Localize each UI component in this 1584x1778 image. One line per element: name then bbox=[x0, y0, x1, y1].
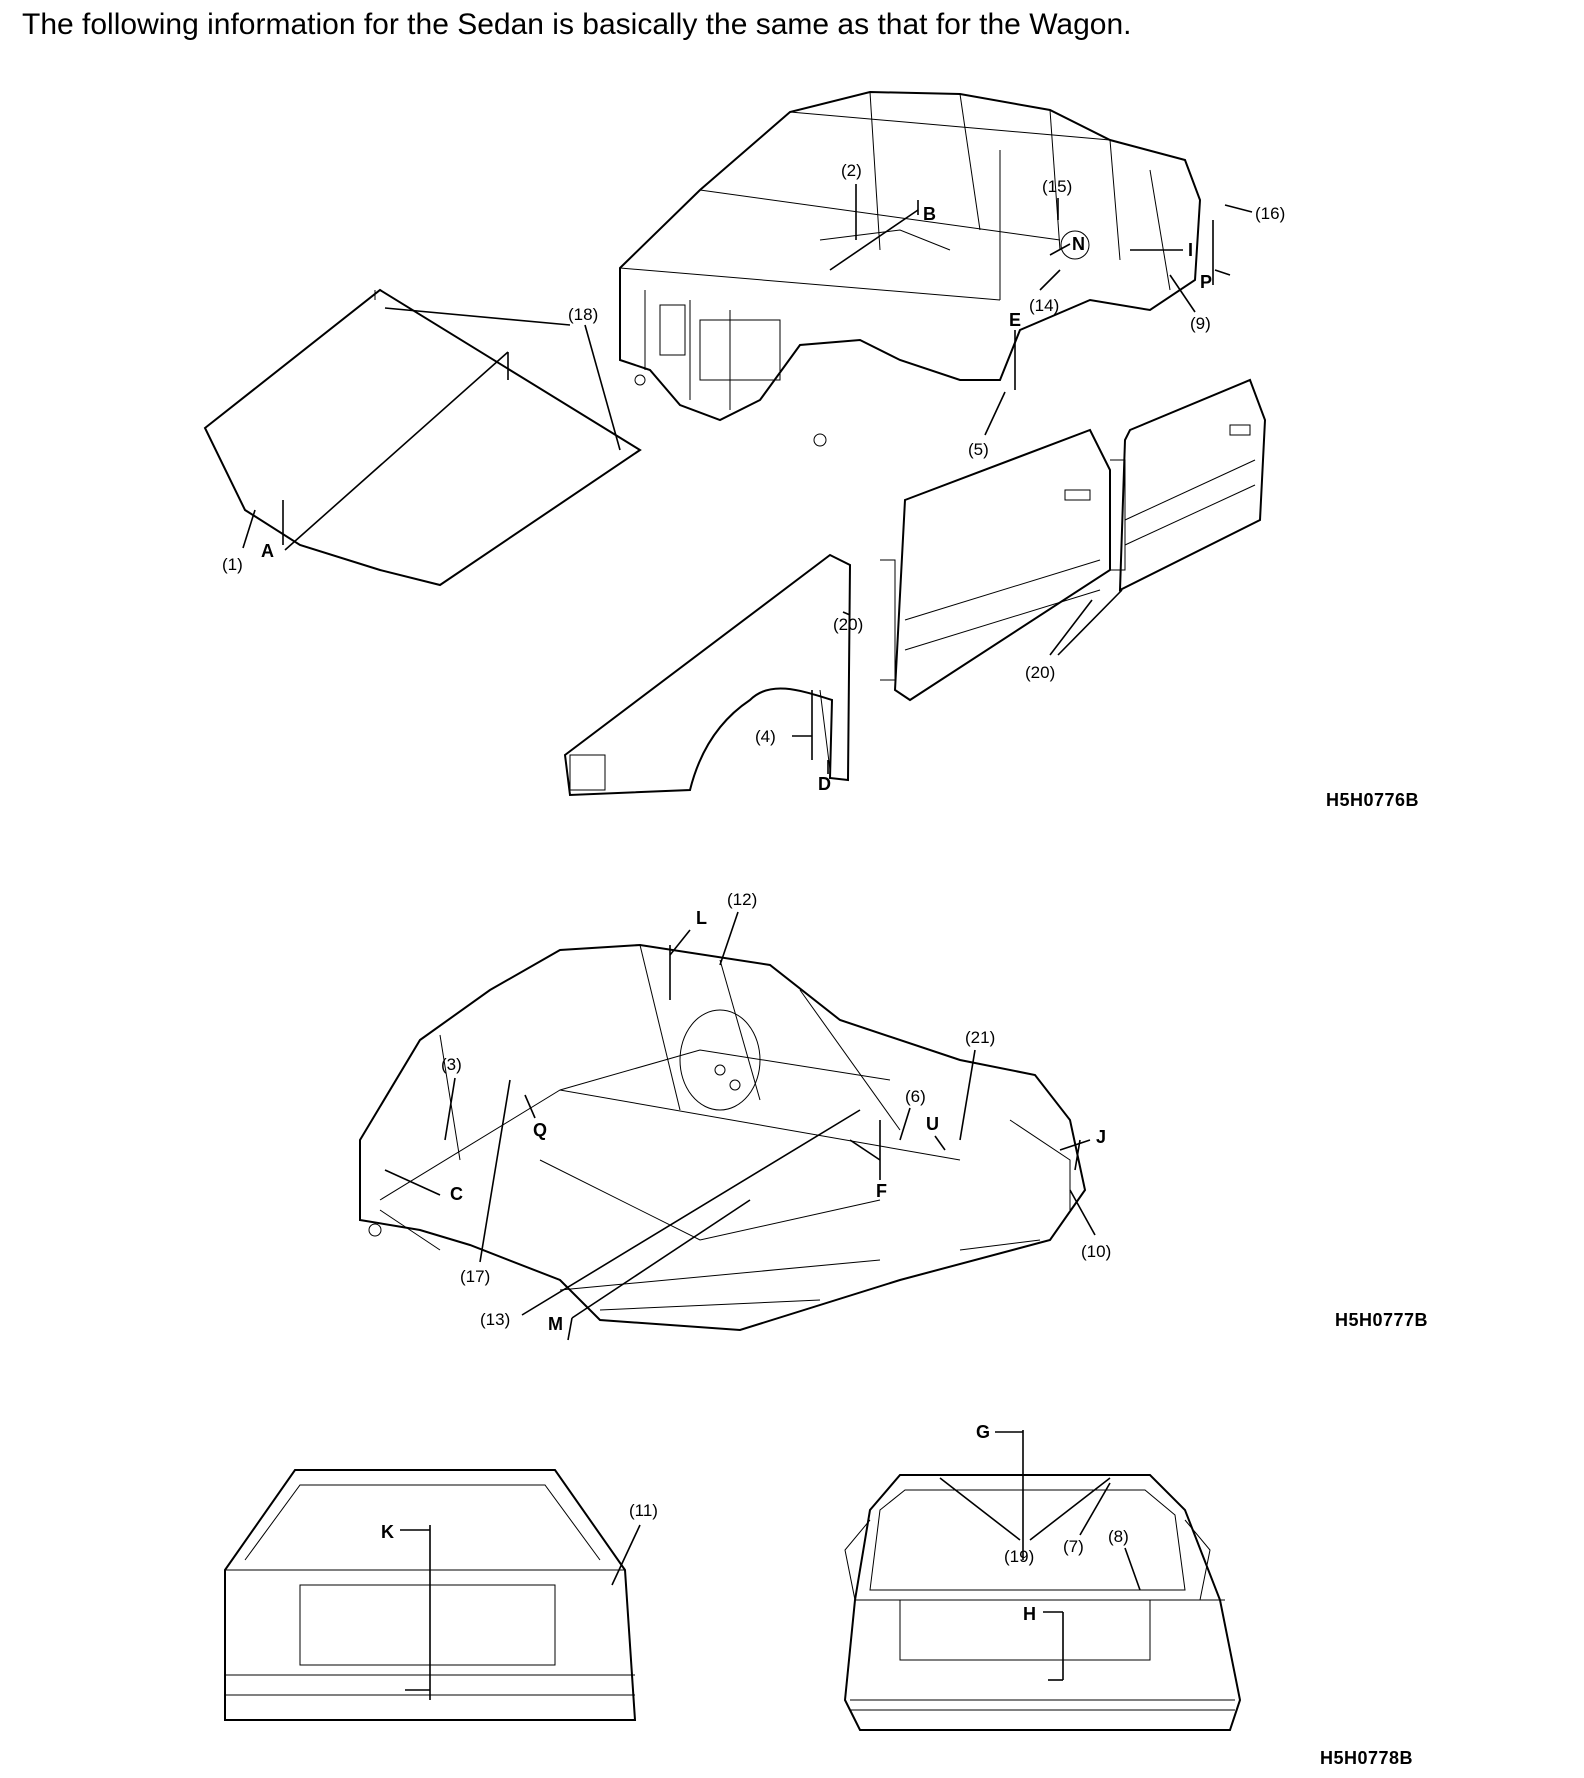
section-letter-F: F bbox=[876, 1181, 887, 1201]
figure-code-middle: H5H0777B bbox=[1335, 1310, 1429, 1330]
callout-11: (11) bbox=[629, 1501, 658, 1520]
section-letter-P: P bbox=[1200, 272, 1212, 292]
callout-3: (3) bbox=[441, 1055, 462, 1074]
section-letter-Q: Q bbox=[533, 1120, 547, 1140]
callout-12: (12) bbox=[727, 890, 757, 909]
section-letter-C: C bbox=[450, 1184, 463, 1204]
callout-21: (21) bbox=[965, 1028, 995, 1047]
section-letter-B: B bbox=[923, 204, 936, 224]
section-letter-K: K bbox=[381, 1522, 394, 1542]
callout-8: (8) bbox=[1108, 1527, 1129, 1546]
section-letter-I: I bbox=[1188, 240, 1193, 260]
callout-10: (10) bbox=[1081, 1242, 1111, 1261]
front-door-panel bbox=[880, 428, 1111, 702]
section-letter-G: G bbox=[976, 1422, 990, 1442]
top-figure-annotations: (2) B (15) N (14) E (5) (16) I P (9) (18… bbox=[222, 161, 1285, 794]
section-letter-L: L bbox=[696, 908, 707, 928]
callout-20-fender: (20) bbox=[833, 615, 863, 634]
callout-5: (5) bbox=[968, 440, 989, 459]
callout-16: (16) bbox=[1255, 204, 1285, 223]
callout-7: (7) bbox=[1063, 1537, 1084, 1556]
section-letter-J: J bbox=[1096, 1127, 1106, 1147]
figure-code-bottom: H5H0778B bbox=[1320, 1748, 1414, 1768]
rear-door-panel bbox=[1110, 378, 1267, 592]
wagon-rear-view: G H (19) (7) (8) bbox=[843, 1422, 1242, 1731]
middle-figure-annotations: L (12) (21) (6) U F J (10) (3) Q C (17) … bbox=[384, 890, 1111, 1341]
section-letter-N: N bbox=[1072, 234, 1085, 254]
callout-20-doors: (20) bbox=[1025, 663, 1055, 682]
front-fender-panel bbox=[563, 553, 852, 797]
callout-4: (4) bbox=[755, 727, 776, 746]
callout-2: (2) bbox=[841, 161, 862, 180]
callout-6: (6) bbox=[905, 1087, 926, 1106]
callout-15: (15) bbox=[1042, 177, 1072, 196]
callout-13: (13) bbox=[480, 1310, 510, 1329]
section-letter-D: D bbox=[818, 774, 831, 794]
car-body-shell bbox=[619, 90, 1202, 447]
section-letter-M: M bbox=[548, 1314, 563, 1334]
callout-19: (19) bbox=[1004, 1547, 1034, 1566]
figure-code-top: H5H0776B bbox=[1326, 790, 1420, 810]
callout-17: (17) bbox=[460, 1267, 490, 1286]
section-letter-U: U bbox=[926, 1114, 939, 1134]
sedan-rear-view: K (11) bbox=[224, 1469, 658, 1721]
section-letter-H: H bbox=[1023, 1604, 1036, 1624]
intro-text: The following information for the Sedan … bbox=[22, 8, 1132, 41]
callout-14: (14) bbox=[1029, 296, 1059, 315]
callout-9: (9) bbox=[1190, 314, 1211, 333]
callout-18: (18) bbox=[568, 305, 598, 324]
section-letter-A: A bbox=[261, 541, 274, 561]
section-letter-E: E bbox=[1009, 310, 1021, 330]
callout-1: (1) bbox=[222, 555, 243, 574]
hood-panel bbox=[203, 288, 642, 587]
